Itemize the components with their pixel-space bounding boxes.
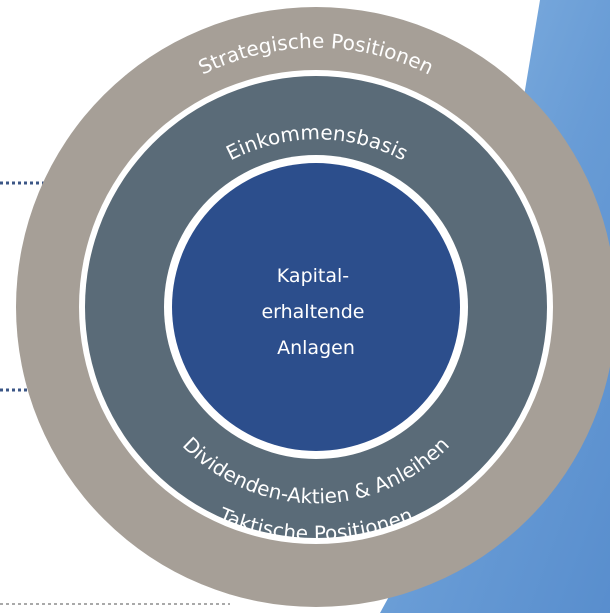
core-label-line-1: Kapital- — [277, 265, 349, 287]
core-label: Kapital- erhaltende Anlagen — [261, 265, 370, 359]
core-label-line-3: Anlagen — [277, 337, 355, 359]
core-circle — [172, 163, 460, 451]
core-label-line-2: erhaltende — [261, 301, 364, 323]
